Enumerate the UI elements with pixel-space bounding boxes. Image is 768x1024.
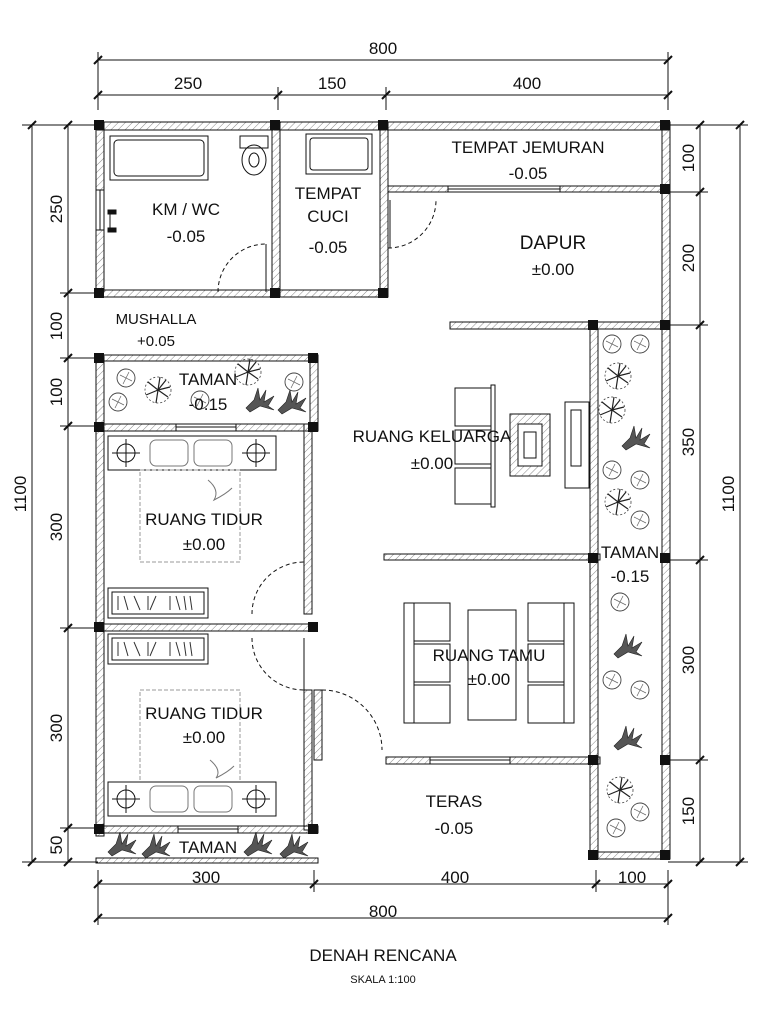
dim-bottom-seg-2: 400	[441, 868, 469, 887]
dim-right-seg-2: 200	[679, 244, 698, 272]
taman-right-name: TAMAN	[601, 543, 659, 562]
dim-left-seg-4: 300	[47, 513, 66, 541]
taman-left-name: TAMAN	[179, 370, 237, 389]
dim-top-seg-2: 150	[318, 74, 346, 93]
bed-2	[107, 689, 277, 817]
right-garden-plants	[598, 334, 651, 838]
ruang-tamu-name: RUANG TAMU	[433, 646, 546, 665]
ruang-tidur-2-level: ±0.00	[183, 728, 225, 747]
dim-bottom-seg-1: 300	[192, 868, 220, 887]
laundry-sink	[305, 133, 373, 175]
tempat-jemuran-level: -0.05	[509, 164, 548, 183]
wardrobe-2	[107, 633, 209, 665]
dim-top-total: 800	[369, 39, 397, 58]
dimension-ticks	[27, 55, 745, 923]
taman-left-level: -0.15	[189, 395, 228, 414]
drawing-scale: SKALA 1:100	[350, 974, 415, 986]
dim-right-seg-4: 300	[679, 646, 698, 674]
dim-bottom-total: 800	[369, 902, 397, 921]
dim-bottom-seg-3: 100	[618, 868, 646, 887]
taman-right-level: -0.15	[611, 567, 650, 586]
dim-right-seg-1: 100	[679, 144, 698, 172]
dim-left-seg-2: 100	[47, 312, 66, 340]
ruang-tamu-level: ±0.00	[468, 670, 510, 689]
ruang-tidur-1-level: ±0.00	[183, 535, 225, 554]
toilet	[239, 135, 269, 176]
ruang-tidur-1-name: RUANG TIDUR	[145, 510, 263, 529]
dapur-name: DAPUR	[520, 233, 587, 254]
tempat-jemuran-name: TEMPAT JEMURAN	[451, 138, 604, 157]
mushalla-name: MUSHALLA	[116, 311, 197, 328]
family-sofa	[454, 384, 496, 508]
ruang-keluarga-name: RUANG KELUARGA	[353, 427, 512, 446]
taman-bottom-name: TAMAN	[179, 838, 237, 857]
dim-right-seg-5: 150	[679, 797, 698, 825]
dim-left-seg-6: 50	[47, 836, 66, 855]
bathtub	[109, 135, 209, 181]
ruang-tidur-2-name: RUANG TIDUR	[145, 704, 263, 723]
coffee-table	[509, 413, 551, 477]
dim-left-seg-1: 250	[47, 195, 66, 223]
drawing-title: DENAH RENCANA	[309, 946, 457, 965]
room-labels: KM / WC -0.05 TEMPAT CUCI -0.05 TEMPAT J…	[116, 138, 660, 857]
wardrobe-1	[107, 587, 209, 619]
dim-left-total: 1100	[11, 476, 30, 513]
ruang-keluarga-level: ±0.00	[411, 454, 453, 473]
tempat-cuci-name-2: CUCI	[307, 207, 349, 226]
windows	[95, 185, 561, 834]
teras-name: TERAS	[426, 792, 483, 811]
tempat-cuci-level: -0.05	[309, 238, 348, 257]
teras-level: -0.05	[435, 819, 474, 838]
tempat-cuci-name-1: TEMPAT	[295, 184, 361, 203]
faucet-icon	[107, 209, 117, 233]
km-wc-level: -0.05	[167, 227, 206, 246]
mushalla-level: +0.05	[137, 333, 175, 350]
dapur-level: ±0.00	[532, 260, 574, 279]
km-wc-name: KM / WC	[152, 200, 220, 219]
dim-top-seg-3: 400	[513, 74, 541, 93]
dim-top-seg-1: 250	[174, 74, 202, 93]
bed-1	[107, 435, 277, 563]
dim-left-seg-5: 300	[47, 714, 66, 742]
columns	[94, 120, 670, 860]
dim-left-seg-3: 100	[47, 378, 66, 406]
guest-sofa-set	[403, 602, 575, 724]
dim-right-seg-3: 350	[679, 428, 698, 456]
doors	[217, 199, 437, 751]
tv-cabinet	[564, 401, 590, 489]
dim-right-total: 1100	[719, 476, 738, 513]
